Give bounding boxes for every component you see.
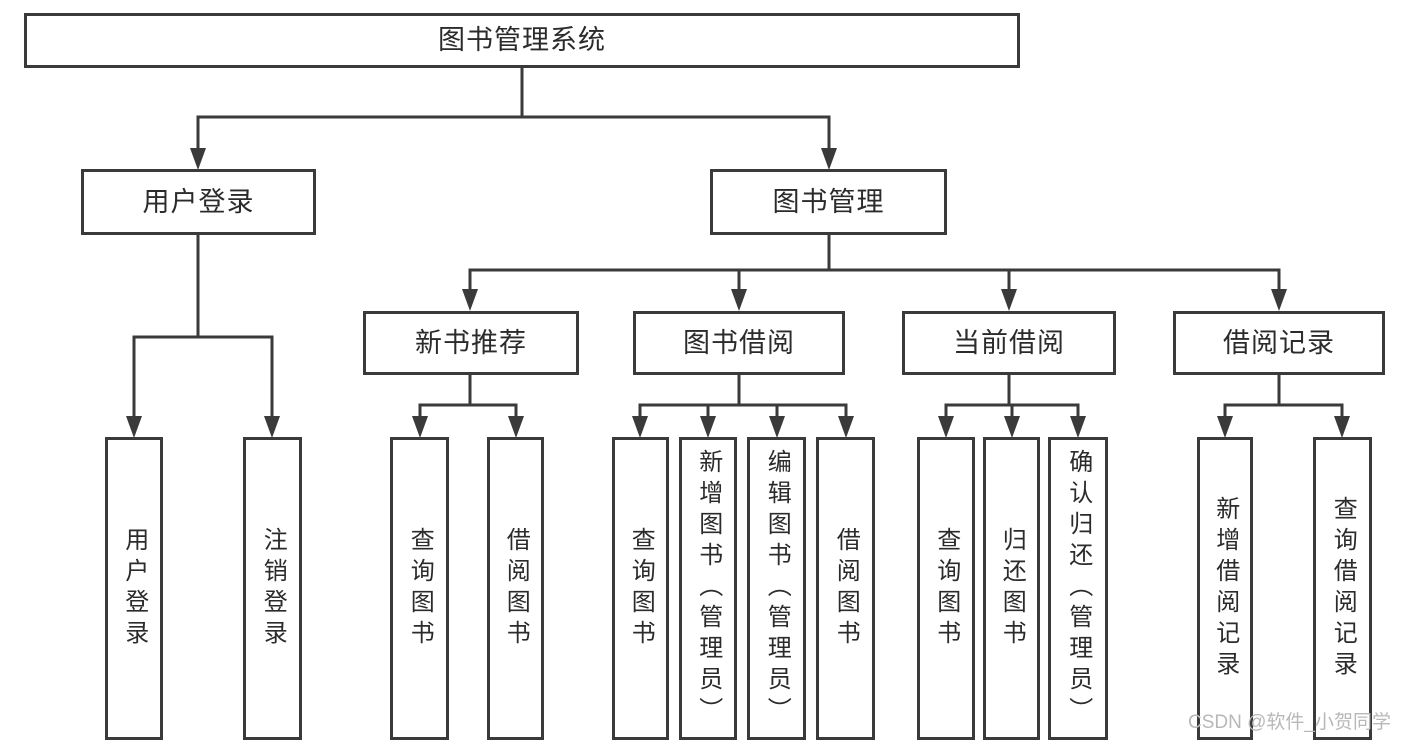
leaf-current-return-books: 归还图书 xyxy=(983,437,1040,740)
leaf-newbook-query-books: 查询图书 xyxy=(390,437,449,740)
leaf-records-query-record-label: 查询借阅记录 xyxy=(1329,495,1357,682)
leaf-newbook-query-books-label: 查询图书 xyxy=(406,526,434,651)
node-root: 图书管理系统 xyxy=(24,13,1020,68)
leaf-records-query-record: 查询借阅记录 xyxy=(1313,437,1372,740)
node-book-management-label: 图书管理 xyxy=(772,186,885,217)
leaf-borrow-add-book-admin-label: 新增图书（管理员） xyxy=(694,449,722,728)
node-current-borrow: 当前借阅 xyxy=(902,311,1116,375)
node-current-borrow-label: 当前借阅 xyxy=(953,327,1065,358)
node-root-label: 图书管理系统 xyxy=(438,25,606,55)
leaf-current-confirm-return-admin-label: 确认归还（管理员） xyxy=(1064,449,1092,728)
leaf-borrow-edit-book-admin: 编辑图书（管理员） xyxy=(747,437,806,740)
leaf-user-login: 用户登录 xyxy=(105,437,163,740)
leaf-borrow-add-book-admin: 新增图书（管理员） xyxy=(679,437,737,740)
node-borrow-records-label: 借阅记录 xyxy=(1223,327,1335,358)
node-new-book-recommend: 新书推荐 xyxy=(363,311,579,375)
node-new-book-recommend-label: 新书推荐 xyxy=(415,327,527,358)
node-user-login: 用户登录 xyxy=(81,169,316,235)
leaf-current-query-books: 查询图书 xyxy=(917,437,975,740)
leaf-records-add-record: 新增借阅记录 xyxy=(1197,437,1253,740)
leaf-logout: 注销登录 xyxy=(243,437,302,740)
leaf-records-add-record-label: 新增借阅记录 xyxy=(1211,495,1239,682)
leaf-borrow-borrow-books-label: 借阅图书 xyxy=(832,526,860,651)
arrowheads xyxy=(126,148,1350,438)
leaf-current-confirm-return-admin: 确认归还（管理员） xyxy=(1048,437,1108,740)
leaf-current-return-books-label: 归还图书 xyxy=(998,526,1026,651)
watermark: CSDN @软件_小贺同学 xyxy=(1188,712,1391,733)
node-borrow-records: 借阅记录 xyxy=(1173,311,1385,375)
leaf-borrow-query-books: 查询图书 xyxy=(612,437,669,740)
leaf-current-query-books-label: 查询图书 xyxy=(932,526,960,651)
leaf-newbook-borrow-books: 借阅图书 xyxy=(487,437,544,740)
leaf-user-login-label: 用户登录 xyxy=(120,526,148,651)
leaf-newbook-borrow-books-label: 借阅图书 xyxy=(502,526,530,651)
leaf-borrow-edit-book-admin-label: 编辑图书（管理员） xyxy=(763,449,791,728)
node-book-borrow-label: 图书借阅 xyxy=(683,327,795,358)
leaf-borrow-query-books-label: 查询图书 xyxy=(627,526,655,651)
node-book-borrow: 图书借阅 xyxy=(633,311,845,375)
leaf-borrow-borrow-books: 借阅图书 xyxy=(816,437,875,740)
node-user-login-label: 用户登录 xyxy=(142,186,255,217)
leaf-logout-label: 注销登录 xyxy=(259,526,287,651)
node-book-management: 图书管理 xyxy=(710,169,947,235)
